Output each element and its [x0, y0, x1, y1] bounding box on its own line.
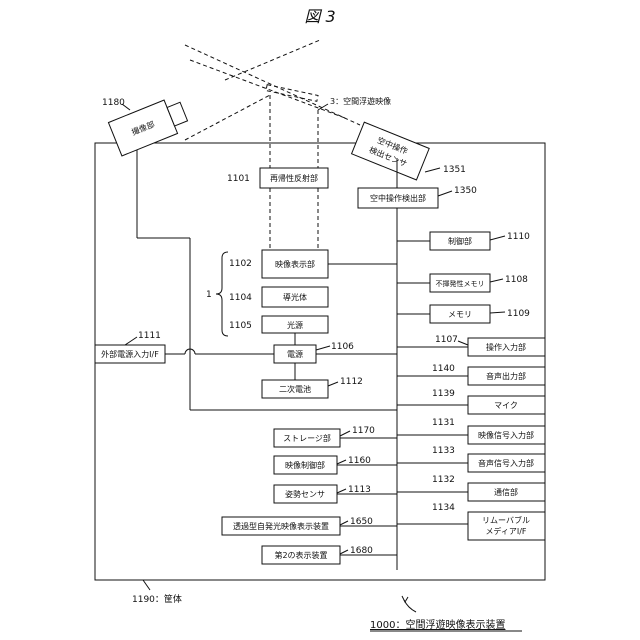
- light-source-label: 光源: [287, 320, 303, 330]
- audio-out-label: 音声出力部: [486, 371, 526, 381]
- storage-ref: 1170: [352, 426, 375, 436]
- aerial-detector-label: 空中操作検出部: [370, 193, 426, 203]
- power-ref: 1106: [331, 342, 354, 352]
- floating-image-label: 3：空間浮遊映像: [330, 96, 391, 106]
- storage-label: ストレージ部: [283, 433, 331, 443]
- ext-power-ref: 1111: [138, 331, 161, 341]
- memory-ref: 1109: [507, 309, 530, 319]
- comm-label: 通信部: [494, 487, 518, 497]
- control-label: 制御部: [448, 236, 472, 246]
- ext-power-label: 外部電源入力I/F: [101, 349, 159, 359]
- figure-title: 図 3: [304, 7, 335, 26]
- aerial-sensor-ref: 1351: [443, 165, 466, 175]
- light-guide-label: 導光体: [283, 292, 307, 302]
- op-input-label: 操作入力部: [486, 342, 526, 352]
- device-caption: 1000：空間浮遊映像表示装置: [370, 618, 505, 631]
- video-ctrl-label: 映像制御部: [285, 460, 325, 470]
- video-display-ref: 1102: [229, 259, 252, 269]
- video-sig-in-ref: 1131: [432, 418, 455, 428]
- light-source-ref: 1105: [229, 321, 252, 331]
- attitude-ref: 1113: [348, 485, 371, 495]
- housing-label: 1190：筐体: [132, 593, 182, 605]
- nvmem-label: 不揮発性メモリ: [436, 279, 485, 288]
- camera-ref: 1180: [102, 98, 125, 108]
- video-sig-in-label: 映像信号入力部: [478, 430, 534, 440]
- audio-sig-in-ref: 1133: [432, 446, 455, 456]
- op-input-ref: 1107: [435, 335, 458, 345]
- audio-sig-in-label: 音声信号入力部: [478, 458, 534, 468]
- audio-out-ref: 1140: [432, 364, 455, 374]
- attitude-label: 姿勢センサ: [285, 489, 325, 499]
- video-ctrl-ref: 1160: [348, 456, 371, 466]
- transmissive-label: 透過型自発光映像表示装置: [233, 521, 329, 531]
- second-display-ref: 1680: [350, 546, 373, 556]
- second-display-label: 第2の表示装置: [274, 550, 327, 560]
- transmissive-ref: 1650: [350, 517, 373, 527]
- power-label: 電源: [287, 350, 303, 359]
- removable-ref: 1134: [432, 503, 455, 513]
- removable-label-2: メディアI/F: [485, 526, 526, 536]
- removable-label-1: リムーバブル: [482, 515, 530, 525]
- retroreflector-ref: 1101: [227, 174, 250, 184]
- comm-ref: 1132: [432, 475, 455, 485]
- retroreflector-label: 再帰性反射部: [270, 173, 318, 183]
- memory-label: メモリ: [448, 310, 472, 319]
- nvmem-ref: 1108: [505, 275, 528, 285]
- battery-label: 二次電池: [279, 384, 311, 394]
- aerial-detector-ref: 1350: [454, 186, 477, 196]
- battery-ref: 1112: [340, 377, 363, 387]
- control-ref: 1110: [507, 232, 530, 242]
- mic-label: マイク: [494, 401, 518, 410]
- light-guide-ref: 1104: [229, 293, 252, 303]
- mic-ref: 1139: [432, 389, 455, 399]
- group-ref: 1: [206, 290, 212, 300]
- video-display-label: 映像表示部: [275, 259, 315, 269]
